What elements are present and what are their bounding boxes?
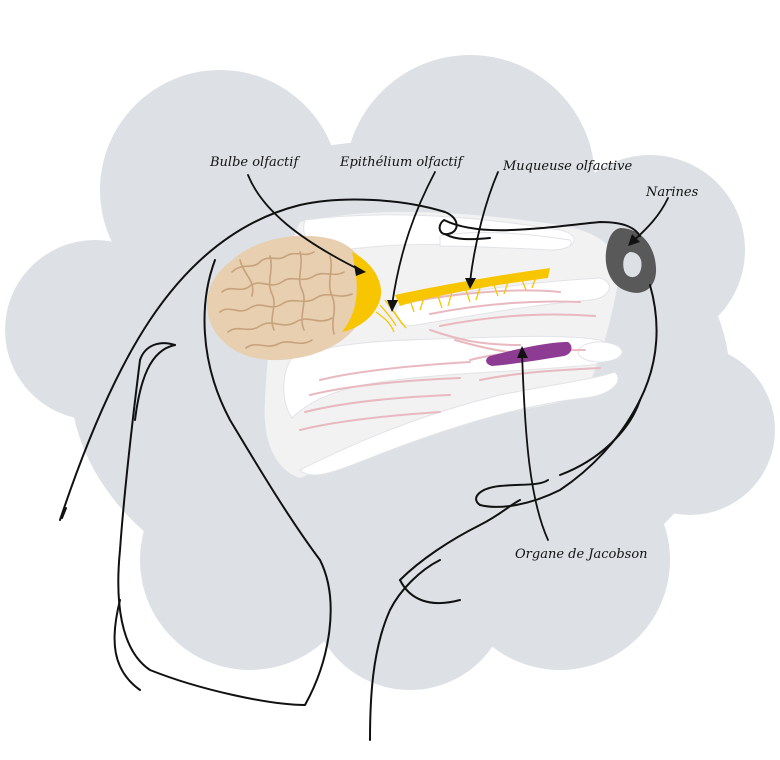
nostril [605, 228, 657, 293]
olfactory-bulb [342, 252, 382, 332]
leader-jacobson [521, 351, 549, 541]
dog-outline [59, 198, 658, 741]
olfactory-mucosa [375, 268, 550, 333]
label-bulbe-olfactif: Bulbe olfactif [209, 155, 300, 170]
brain [206, 235, 369, 361]
label-muqueuse-olfactive: Muqueuse olfactive [502, 159, 632, 174]
leader-muqueuse [469, 171, 499, 283]
leader-arrowheads [354, 234, 640, 358]
leader-lines [247, 171, 669, 541]
label-narines: Narines [645, 185, 699, 200]
leader-bulbe [247, 174, 361, 271]
label-epithelium-olfactif: Epithélium olfactif [339, 155, 465, 170]
jacobson-organ [486, 342, 572, 366]
label-organe-de-jacobson: Organe de Jacobson [515, 547, 648, 562]
leader-epithelium [391, 171, 436, 306]
